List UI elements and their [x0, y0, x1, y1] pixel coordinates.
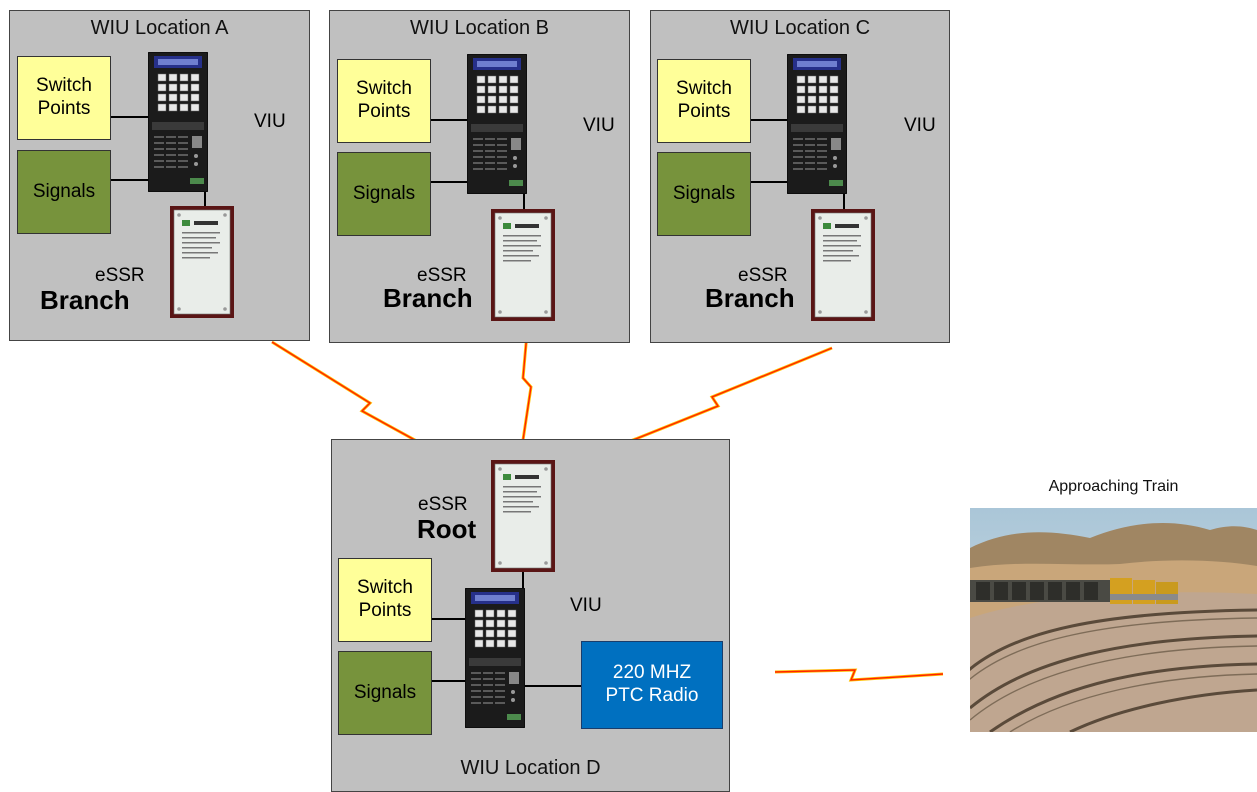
connector — [204, 191, 206, 207]
connector — [525, 685, 581, 687]
role-label: Branch — [40, 285, 130, 315]
train-label: Approaching Train — [1048, 478, 1179, 495]
viu-label: VIU — [583, 115, 615, 136]
connector — [432, 680, 466, 682]
train-photo — [970, 508, 1257, 732]
wireless-link-b-to-d — [521, 321, 533, 441]
signals-label: Signals — [353, 681, 417, 703]
connector — [111, 116, 149, 118]
role-label: Root — [417, 514, 477, 544]
essr-device — [491, 460, 555, 572]
connector — [751, 181, 788, 183]
connector — [431, 119, 468, 121]
connector — [111, 179, 149, 181]
connector — [432, 618, 466, 620]
location-title: WIU Location D — [460, 757, 601, 779]
viu-device — [465, 588, 525, 728]
connector — [431, 181, 468, 183]
wireless-link-radio-to-train — [774, 668, 944, 682]
essr-device — [491, 209, 555, 321]
essr-label: eSSR — [417, 265, 467, 286]
essr-label: eSSR — [738, 265, 788, 286]
essr-label: eSSR — [95, 265, 145, 286]
signals-label: Signals — [352, 182, 416, 204]
signals-label: Signals — [32, 180, 96, 202]
connector — [843, 193, 845, 210]
signals-box: Signals — [338, 651, 432, 735]
viu-label: VIU — [254, 111, 286, 132]
essr-device — [170, 206, 234, 318]
wireless-links — [271, 321, 944, 682]
signals-box: Signals — [17, 150, 111, 234]
location-title: WIU Location A — [90, 17, 229, 39]
role-label: Branch — [383, 283, 473, 313]
essr-device — [811, 209, 875, 321]
signals-label: Signals — [672, 182, 736, 204]
connector — [523, 193, 525, 210]
viu-device — [148, 52, 208, 192]
location-title: WIU Location C — [729, 17, 871, 39]
viu-device — [467, 54, 527, 194]
wireless-link-a-to-d — [271, 340, 456, 464]
role-label: Branch — [705, 283, 795, 313]
location-title: WIU Location B — [410, 17, 549, 39]
viu-device — [787, 54, 847, 194]
viu-label: VIU — [570, 595, 602, 616]
essr-label: eSSR — [418, 494, 468, 515]
wireless-link-c-to-d — [592, 346, 833, 458]
signals-box: Signals — [657, 152, 751, 236]
signals-box: Signals — [337, 152, 431, 236]
connector — [522, 570, 524, 590]
viu-label: VIU — [904, 115, 936, 136]
connector — [751, 119, 788, 121]
